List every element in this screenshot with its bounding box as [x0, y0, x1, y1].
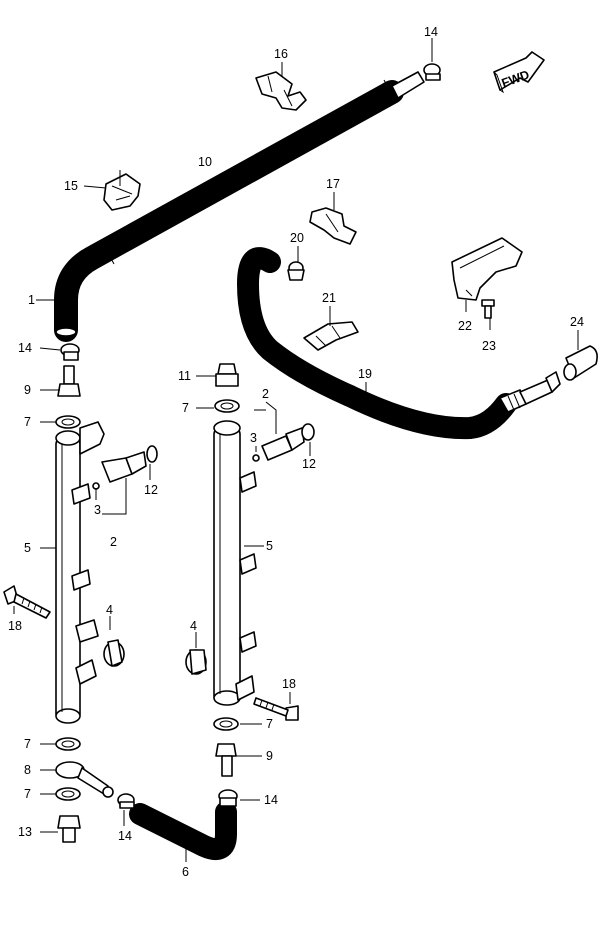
hose-part-6 — [129, 801, 237, 860]
washer-part-7-left-mid — [55, 737, 81, 751]
fwd-arrow-badge: FWD — [493, 51, 545, 94]
callout-3: 3 — [94, 503, 101, 517]
callout-labels: 1 14 9 7 5 18 7 8 7 13 14 6 3 2 12 4 10 … — [8, 25, 584, 879]
bolt-right-part-18 — [253, 697, 299, 721]
callout-24: 24 — [570, 315, 584, 329]
callout-21: 21 — [322, 291, 336, 305]
callout-14: 14 — [18, 341, 32, 355]
fitting-part-9-left — [57, 365, 81, 397]
bracket-part-22 — [451, 237, 523, 301]
callout-18: 18 — [8, 619, 22, 633]
callout-7: 7 — [24, 787, 31, 801]
callout-14: 14 — [118, 829, 132, 843]
washer-part-7-right-low — [213, 717, 239, 731]
callout-16: 16 — [274, 47, 288, 61]
fuel-injector-left-part-2 — [92, 445, 158, 490]
washer-part-7-right-top — [214, 399, 240, 413]
washer-part-7-left-low — [55, 787, 81, 801]
banjo-bolt-part-13 — [57, 815, 81, 843]
callout-14: 14 — [264, 793, 278, 807]
fuel-rail-right-part-5 — [213, 420, 257, 706]
callout-4: 4 — [106, 603, 113, 617]
callout-17: 17 — [326, 177, 340, 191]
bolt-part-23 — [481, 299, 495, 319]
hose-clip-14-left — [60, 343, 80, 361]
hose-clip-14-bottom-left — [117, 793, 135, 809]
callout-2: 2 — [262, 387, 269, 401]
callout-12: 12 — [144, 483, 158, 497]
clamp-part-21 — [303, 321, 359, 351]
leader-lines — [13, 38, 579, 862]
callout-1: 1 — [28, 293, 35, 307]
connector-part-24 — [563, 345, 598, 381]
callout-9: 9 — [24, 383, 31, 397]
callout-7: 7 — [24, 737, 31, 751]
callout-13: 13 — [18, 825, 32, 839]
callout-8: 8 — [24, 763, 31, 777]
callout-3: 3 — [250, 431, 257, 445]
callout-7: 7 — [266, 717, 273, 731]
washer-part-7-left-top — [55, 415, 81, 429]
callout-7: 7 — [182, 401, 189, 415]
callout-9: 9 — [266, 749, 273, 763]
callout-2: 2 — [110, 535, 117, 549]
callout-10: 10 — [198, 155, 212, 169]
callout-15: 15 — [64, 179, 78, 193]
spacer-right-part-4 — [185, 649, 207, 675]
hose-clip-14-top — [423, 63, 441, 81]
callout-22: 22 — [458, 319, 472, 333]
callout-7: 7 — [24, 415, 31, 429]
callout-12: 12 — [302, 457, 316, 471]
hose-part-19 — [237, 247, 561, 440]
callout-18: 18 — [282, 677, 296, 691]
fuel-injector-right-part-2 — [252, 423, 315, 462]
callout-19: 19 — [358, 367, 372, 381]
clip-part-20 — [287, 261, 305, 281]
bolt-left-part-18 — [3, 585, 51, 619]
callout-6: 6 — [182, 865, 189, 879]
callout-11: 11 — [178, 369, 191, 383]
clamp-part-17 — [309, 207, 357, 245]
fuel-rail-left-part-5 — [55, 421, 105, 724]
callout-14: 14 — [424, 25, 438, 39]
callout-23: 23 — [482, 339, 496, 353]
hose-clip-14-bottom-right — [218, 789, 238, 807]
banjo-fitting-part-8 — [55, 761, 114, 798]
clamp-part-15 — [103, 173, 141, 211]
callout-20: 20 — [290, 231, 304, 245]
fitting-part-11 — [215, 363, 239, 387]
spacer-left-part-4 — [103, 639, 125, 667]
callout-4: 4 — [190, 619, 197, 633]
callout-5: 5 — [266, 539, 273, 553]
callout-5: 5 — [24, 541, 31, 555]
clamp-part-16 — [255, 71, 307, 111]
fitting-part-9-right — [215, 743, 237, 777]
hose-part-10 — [54, 71, 425, 342]
